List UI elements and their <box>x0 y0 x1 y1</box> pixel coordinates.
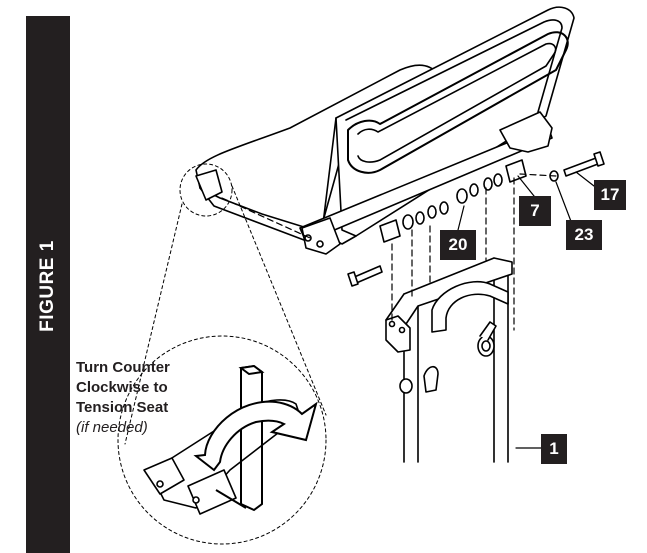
leader-17 <box>575 171 595 187</box>
frame-hole <box>388 320 396 328</box>
detail-zoom-circle <box>117 335 327 545</box>
frame-bolt <box>399 378 413 394</box>
washer <box>427 205 437 219</box>
detail-hole <box>192 496 200 504</box>
frame-hole <box>398 326 406 334</box>
backrest-inner <box>345 19 563 121</box>
frame-handle <box>431 280 509 333</box>
detail-connector <box>124 203 183 445</box>
callout-part-20: 20 <box>440 230 476 260</box>
leader-23 <box>555 181 573 225</box>
backrest-handle-inner <box>357 42 557 163</box>
bolt-left-head <box>347 271 359 287</box>
alignment-line <box>221 197 311 239</box>
bolt-17 <box>563 157 599 177</box>
leader-7 <box>517 175 535 197</box>
adjustment-knob-inner <box>481 340 491 352</box>
callout-part-23: 23 <box>566 220 602 250</box>
pop-pin <box>479 321 497 341</box>
washer <box>456 188 468 204</box>
washer <box>439 201 449 215</box>
tension-instruction: Turn Counter Clockwise to Tension Seat (… <box>76 358 170 438</box>
detail-connector <box>231 185 327 416</box>
bolt-17-head <box>593 151 605 167</box>
washer <box>493 173 503 187</box>
seat-frame-hole <box>316 240 324 248</box>
alignment-line <box>519 173 557 177</box>
detail-source-bracket <box>195 169 223 201</box>
backrest-handle <box>347 31 569 174</box>
detail-source-circle <box>179 163 233 217</box>
instruction-line-3: Tension Seat <box>76 399 169 416</box>
frame-latch <box>423 365 439 393</box>
spacer-block-7 <box>505 159 527 183</box>
washer <box>483 177 493 191</box>
instruction-note: (if needed) <box>76 419 148 436</box>
callout-part-7: 7 <box>519 196 551 226</box>
seat-frame-bracket-left <box>301 217 341 255</box>
washer <box>415 211 425 225</box>
callout-part-1: 1 <box>541 434 567 464</box>
detail-hole <box>156 480 164 488</box>
detail-bracket <box>187 469 237 515</box>
callout-part-17: 17 <box>594 180 626 210</box>
detail-bracket-lower <box>143 457 185 495</box>
washer <box>402 214 414 230</box>
instruction-line-2: Clockwise to <box>76 379 168 396</box>
seat-frame-bracket-right <box>499 111 553 153</box>
figure-sidebar <box>26 16 70 553</box>
rotation-arrow-icon <box>193 400 318 472</box>
instruction-line-1: Turn Counter <box>76 359 170 376</box>
washer <box>469 183 479 197</box>
leader-20 <box>457 205 465 231</box>
allen-wrench-icon <box>238 364 265 376</box>
spacer-block-left <box>379 219 401 243</box>
